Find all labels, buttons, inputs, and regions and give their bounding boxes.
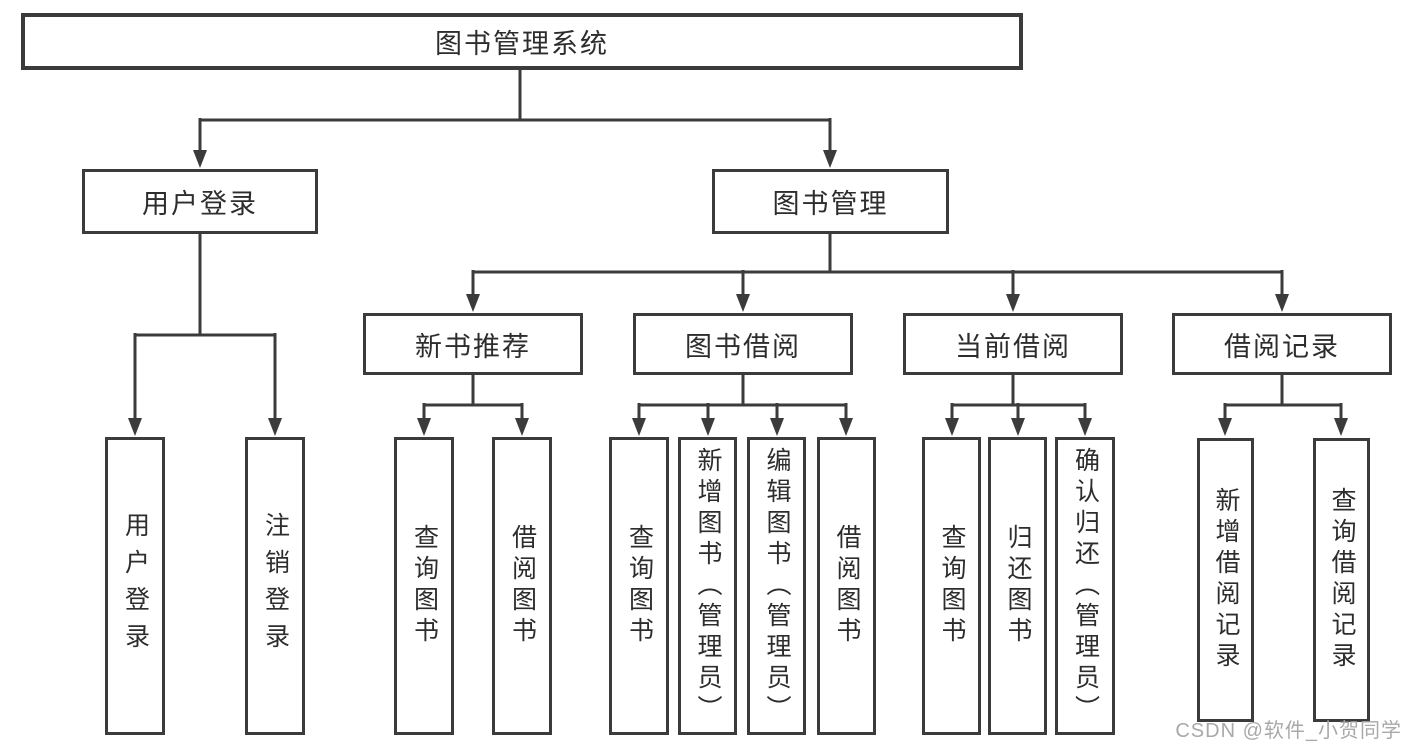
node-borrow-books-recommend-label: 借阅图书 [508,524,537,648]
node-query-books-borrow-label: 查询图书 [625,524,654,648]
node-current-borrow: 当前借阅 [903,313,1123,375]
connector-borrow-records [1218,375,1348,436]
node-logout: 注销登录 [245,437,305,735]
connector-book-mgmt [466,234,1289,312]
node-new-book-recommend-label: 新书推荐 [415,331,531,362]
node-user-login-action: 用户登录 [105,437,165,735]
node-user-login-label: 用户登录 [142,189,258,219]
connector-current-borrow [945,375,1092,436]
connector-new-book-recommend [417,375,529,436]
node-query-borrow-record-label: 查询借阅记录 [1328,487,1356,673]
node-borrow-books-recommend: 借阅图书 [492,437,552,735]
connector-user-login [128,234,282,436]
node-query-books-current-label: 查询图书 [938,524,966,648]
node-root-label: 图书管理系统 [435,29,609,59]
node-add-borrow-record: 新增借阅记录 [1197,438,1254,722]
node-borrow-book: 借阅图书 [817,437,876,735]
node-confirm-return-admin: 确认归还（管理员） [1055,437,1115,735]
node-borrow-records: 借阅记录 [1172,313,1392,375]
node-user-login: 用户登录 [82,169,318,234]
node-edit-book-admin: 编辑图书（管理员） [747,437,806,735]
node-edit-book-admin-label: 编辑图书（管理员） [763,446,791,726]
watermark: CSDN @软件_小贺同学 [1175,720,1402,742]
node-borrow-book-label: 借阅图书 [833,524,861,648]
node-book-mgmt-label: 图书管理 [772,189,889,219]
node-add-book-admin: 新增图书（管理员） [678,437,737,735]
connector-root [193,70,837,168]
node-user-login-action-label: 用户登录 [121,512,150,660]
node-root: 图书管理系统 [21,13,1023,70]
node-current-borrow-label: 当前借阅 [955,331,1071,362]
node-book-borrow: 图书借阅 [633,313,853,375]
node-new-book-recommend: 新书推荐 [363,313,583,375]
node-query-books-recommend-label: 查询图书 [410,524,439,648]
node-query-borrow-record: 查询借阅记录 [1313,438,1370,722]
node-book-mgmt: 图书管理 [712,169,949,234]
node-add-borrow-record-label: 新增借阅记录 [1212,487,1240,673]
node-query-books-recommend: 查询图书 [394,437,454,735]
node-add-book-admin-label: 新增图书（管理员） [694,446,722,726]
node-query-books-borrow: 查询图书 [609,437,669,735]
node-confirm-return-admin-label: 确认归还（管理员） [1071,446,1100,726]
node-logout-label: 注销登录 [261,512,290,660]
connector-book-borrow [632,375,853,436]
node-return-book: 归还图书 [988,437,1047,735]
node-book-borrow-label: 图书借阅 [685,331,801,362]
node-return-book-label: 归还图书 [1004,524,1032,648]
node-borrow-records-label: 借阅记录 [1224,331,1340,362]
node-query-books-current: 查询图书 [922,437,981,735]
